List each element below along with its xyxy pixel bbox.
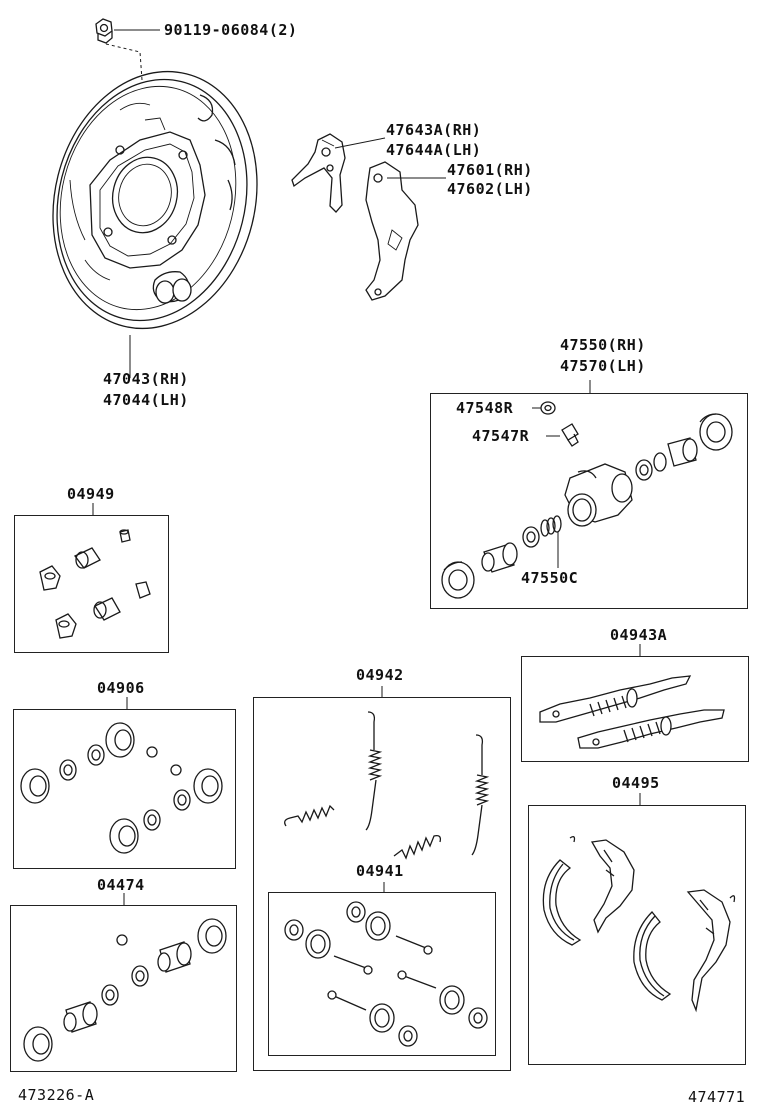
parking-lever-icon: [365, 161, 419, 301]
label-lever-a-lh: 47644A(LH): [386, 141, 482, 159]
label-kit-04941: 04941: [356, 862, 404, 880]
kit-04906-parts-icon: [20, 722, 223, 854]
bleeder-cap-icon: [540, 401, 556, 415]
kit-04943a-adjusters-icon: [539, 675, 725, 749]
kit-04942-springs-icon: [284, 711, 490, 860]
label-kit-04474: 04474: [97, 876, 145, 894]
label-bleeder: 47547R: [472, 427, 530, 445]
label-lever-lh: 47602(LH): [447, 180, 533, 198]
label-kit-04942: 04942: [356, 666, 404, 684]
backing-plate-icon: [52, 70, 258, 330]
label-ref-left: 473226-A: [18, 1086, 95, 1104]
label-nut: 90119-06084(2): [164, 21, 298, 39]
label-plate-rh: 47043(RH): [103, 370, 189, 388]
bleeder-screw-icon: [561, 423, 579, 447]
cylinder-cup-icon: [635, 459, 653, 481]
label-cap: 47548R: [456, 399, 514, 417]
kit-04495-shoes-icon: [542, 836, 736, 1013]
kit-box-04943a: [521, 656, 749, 762]
cylinder-spring-icon: [540, 515, 562, 537]
label-cyl-rh: 47550(RH): [560, 336, 646, 354]
label-plate-lh: 47044(LH): [103, 391, 189, 409]
label-cyl-lh: 47570(LH): [560, 357, 646, 375]
kit-04474-parts-icon: [23, 918, 227, 1062]
wheel-cylinder-icon: [564, 463, 633, 527]
nut-icon: [95, 18, 113, 44]
kit-box-04495: [528, 805, 746, 1065]
label-lever-a-rh: 47643A(RH): [386, 121, 482, 139]
cylinder-piston-left-icon: [481, 542, 518, 573]
cylinder-boot-icon: [699, 413, 733, 451]
kit-box-04906: [13, 709, 236, 869]
kit-box-04941: [268, 892, 496, 1056]
cylinder-piston-icon: [653, 437, 698, 472]
label-lever-rh: 47601(RH): [447, 161, 533, 179]
cylinder-cup-left-icon: [522, 526, 540, 548]
kit-04941-parts-icon: [284, 901, 488, 1047]
kit-box-04949: [14, 515, 169, 653]
kit-box-04474: [10, 905, 237, 1072]
label-spring-c: 47550C: [521, 569, 579, 587]
kit-04949-parts-icon: [39, 529, 151, 639]
label-ref-right: 474771: [688, 1088, 746, 1106]
label-kit-04943a: 04943A: [610, 626, 668, 644]
parking-lever-a-icon: [291, 133, 346, 213]
label-kit-04906: 04906: [97, 679, 145, 697]
cylinder-boot-left-icon: [441, 561, 475, 599]
kit-box-04942: [253, 697, 511, 1071]
label-kit-04949: 04949: [67, 485, 115, 503]
label-kit-04495: 04495: [612, 774, 660, 792]
kit-box-47550: [430, 393, 748, 609]
